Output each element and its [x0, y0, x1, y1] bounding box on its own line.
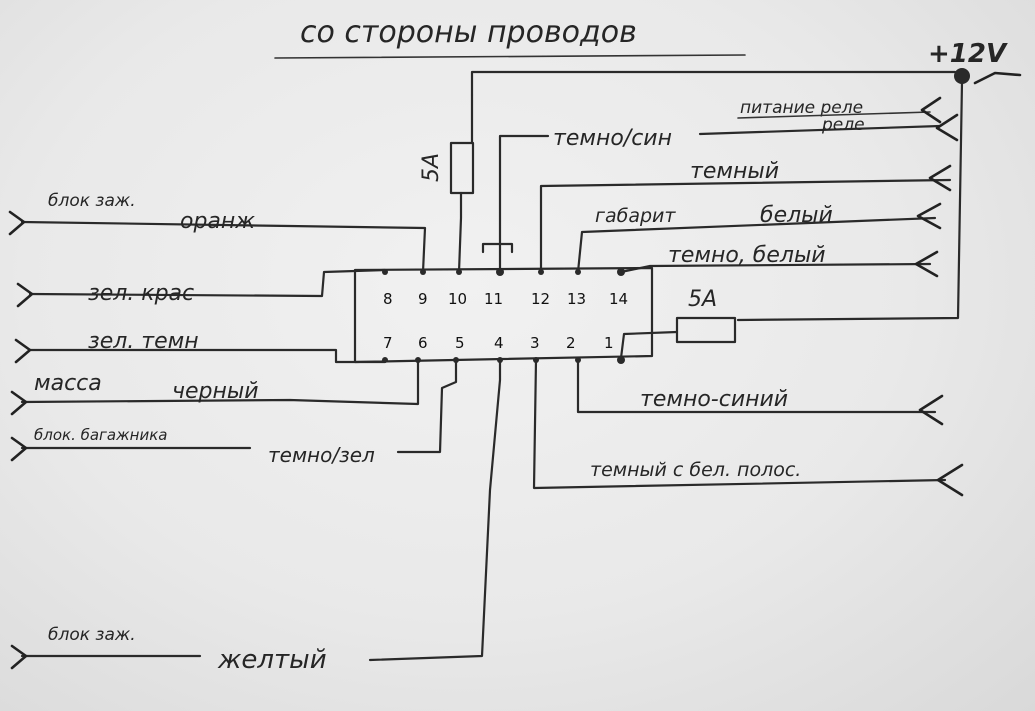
fuse-top-label: 5A — [419, 153, 444, 182]
arrow-icon-bely — [916, 202, 942, 230]
label-zhelty: желтый — [217, 645, 327, 675]
wire-pin-2 — [576, 358, 937, 414]
arrow-icon-pitanie-rele — [920, 96, 942, 124]
label-bely: белый — [760, 203, 833, 228]
fuse-right — [675, 316, 737, 344]
wire-pin-4 — [368, 358, 502, 662]
wire-pin-13 — [576, 216, 937, 274]
label-zel-temn: зел. темн — [88, 329, 199, 354]
wire-pin-12 — [539, 178, 952, 274]
wire-pin-8 — [28, 268, 387, 298]
label-pitanie-rele: питание реле — [740, 98, 863, 118]
pin-number-13: 13 — [567, 290, 586, 308]
label-blok-bagazhnika: блок. багажника — [34, 426, 167, 444]
pin-number-11: 11 — [484, 290, 503, 308]
wire-pin-7 — [28, 348, 387, 364]
wire-12v-right — [736, 80, 964, 322]
title-underline — [274, 54, 746, 59]
arrow-icon-oranzh — [8, 210, 26, 236]
wire-pin-14 — [619, 262, 932, 274]
label-blok-zazh-bottom: блок заж. — [48, 625, 136, 645]
pin-number-2: 2 — [566, 334, 576, 352]
fuse-top — [449, 141, 475, 195]
arrow-icon-zhelty — [10, 644, 28, 670]
wire-pin-3 — [532, 358, 947, 490]
arrow-icon-blok-bagazhnika — [10, 436, 28, 462]
connector-body — [353, 266, 654, 364]
wire-pin-9 — [20, 220, 427, 274]
label-zel-kras: зел. крас — [88, 281, 194, 306]
arrow-icon-zel-temn — [14, 338, 32, 364]
pin-number-5: 5 — [455, 334, 465, 352]
pin-number-8: 8 — [383, 290, 393, 308]
pin-number-12: 12 — [531, 290, 550, 308]
label-oranzh: оранж — [180, 209, 255, 234]
diagram-title: со стороны проводов — [300, 15, 637, 50]
wire-12v-top — [470, 70, 957, 97]
pin-number-14: 14 — [609, 290, 628, 308]
arrow-icon-temno-siny — [918, 394, 944, 426]
label-temno-siny: темно-синий — [640, 387, 788, 412]
supply-label: +12V — [928, 39, 1008, 69]
supply-node — [954, 68, 970, 84]
arrow-icon-temny-s-bel-polos — [936, 463, 964, 497]
fuse-right-label: 5A — [688, 287, 717, 312]
pin-number-4: 4 — [494, 334, 504, 352]
wire-pin-11 — [498, 134, 550, 246]
wire-pin-1 — [619, 330, 679, 360]
label-cherny: черный — [172, 379, 259, 404]
wire-pin-5 — [396, 358, 458, 454]
arrow-icon-temno-bely — [914, 250, 939, 278]
label-temny: темный — [690, 159, 779, 184]
wire-pin-10 — [457, 191, 463, 274]
label-temno-sin: темно/син — [553, 126, 672, 151]
supply-arrow-icon — [973, 71, 1022, 85]
label-massa: масса — [34, 371, 102, 396]
label-temny-s-bel-polos: темный с бел. полос. — [590, 459, 801, 481]
label-gabarit: габарит — [595, 205, 676, 227]
wire-pin-6 — [20, 358, 420, 406]
pin-number-7: 7 — [383, 334, 393, 352]
label-temno-zel: темно/зел — [268, 443, 375, 467]
pin-number-1: 1 — [604, 334, 614, 352]
pin-number-3: 3 — [530, 334, 540, 352]
pin-number-6: 6 — [418, 334, 428, 352]
arrow-icon-zel-kras — [16, 282, 34, 308]
arrow-icon-massa — [10, 390, 28, 416]
label-reyl: реле — [821, 115, 865, 135]
pin-number-9: 9 — [418, 290, 428, 308]
label-temno-bely: темно, белый — [668, 243, 826, 268]
arrow-icon-temny — [928, 164, 952, 192]
label-blok-zazh-top: блок заж. — [48, 191, 136, 211]
arrow-icon-temno-sin — [935, 113, 959, 142]
pin-number-10: 10 — [448, 290, 467, 308]
